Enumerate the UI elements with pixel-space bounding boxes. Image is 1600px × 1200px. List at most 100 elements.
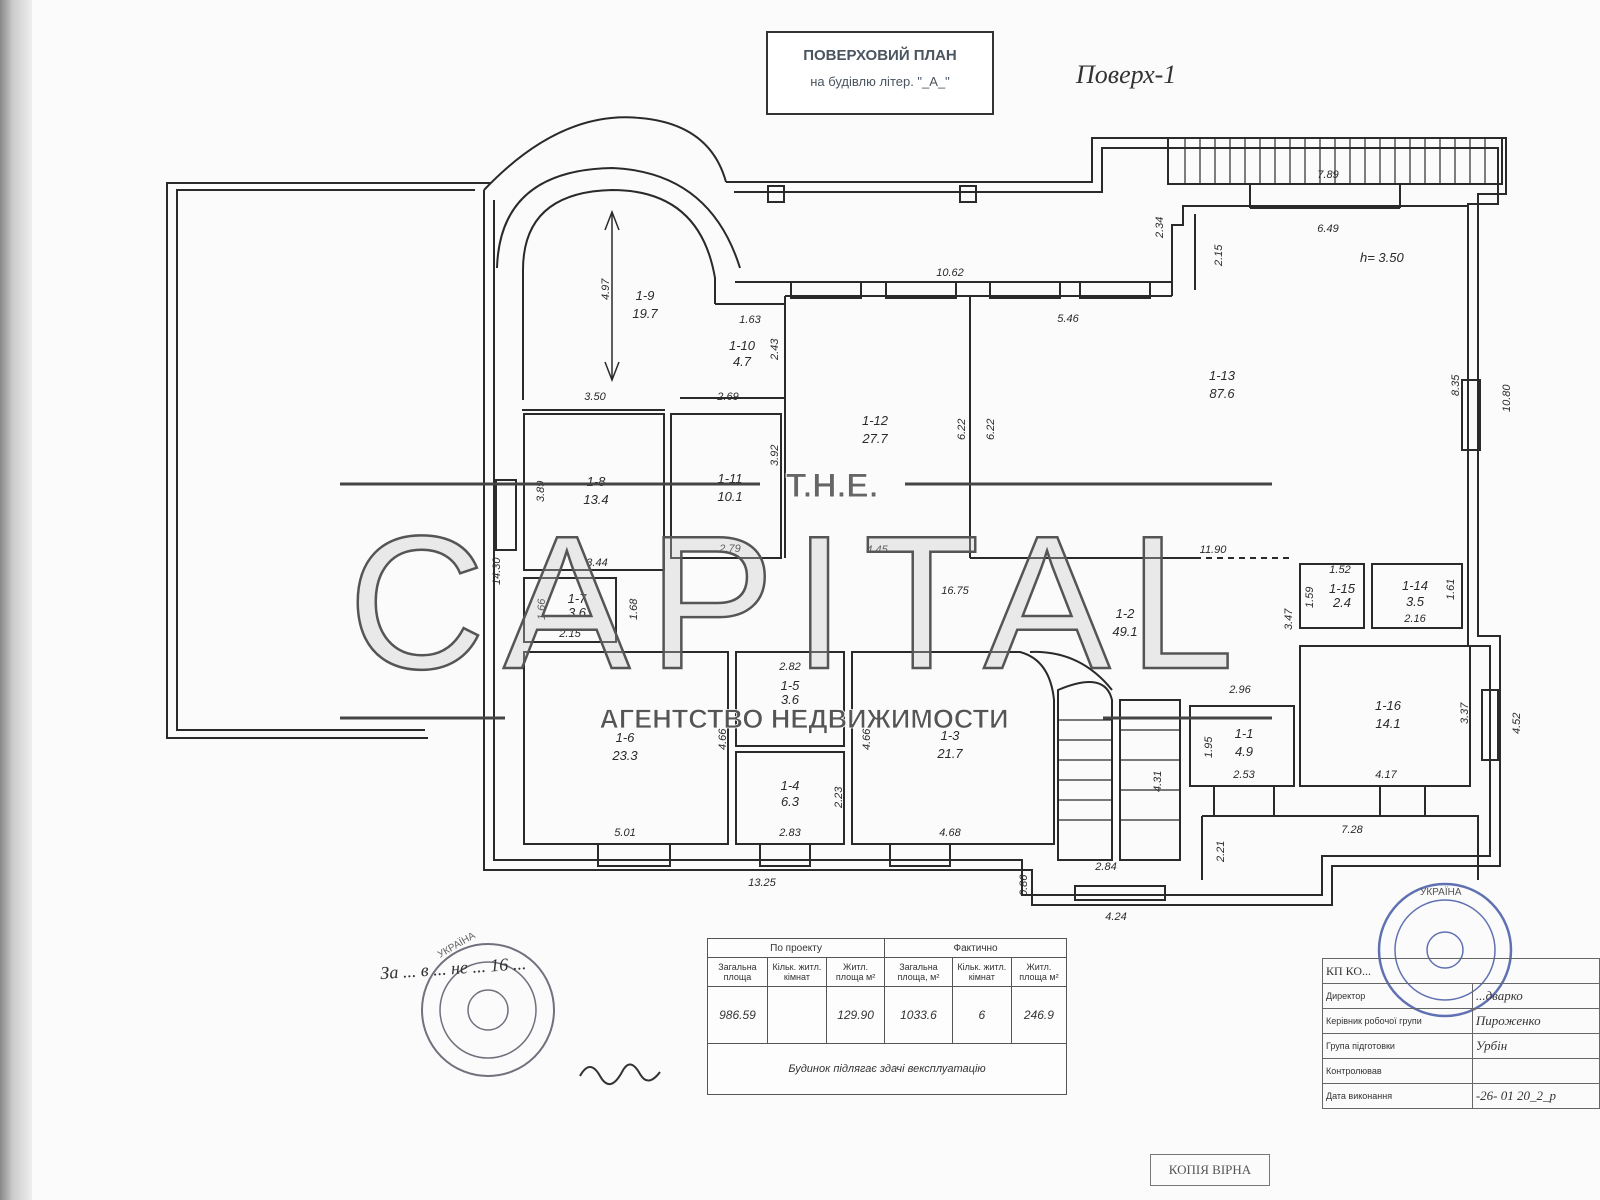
room-area-1-15: 2.4 (1332, 595, 1351, 610)
room-area-1-9: 19.7 (632, 306, 658, 321)
room-label-1-8: 1-8 (587, 474, 607, 489)
dimension: 1.59 (1304, 587, 1316, 608)
plan-subtitle: на будівлю літер. "_А_" (810, 74, 950, 89)
approval-role: Дата виконання (1322, 1083, 1473, 1109)
room-label-1-4: 1-4 (781, 778, 800, 793)
room-label-1-16: 1-16 (1375, 698, 1402, 713)
dimension: 2.83 (778, 827, 801, 839)
table-cell: 6 (951, 986, 1012, 1044)
dimension: 4.66 (861, 728, 873, 750)
plan-title: ПОВЕРХОВИЙ ПЛАН (803, 47, 957, 64)
dimension: 4.45 (866, 544, 888, 556)
dimension: 4.52 (1511, 713, 1523, 734)
dimension: 8.35 (1450, 374, 1462, 396)
room-area-1-6: 23.3 (611, 748, 638, 763)
dimension: 6.49 (1317, 223, 1338, 235)
outer-wall (483, 137, 1507, 906)
dimension: 14.30 (491, 557, 503, 585)
dimension: 4.17 (1375, 769, 1397, 781)
room-label-1-11: 1-11 (717, 471, 742, 486)
room-label-1-10: 1-10 (729, 338, 756, 353)
room-area-1-13: 87.6 (1209, 386, 1235, 401)
dimension: 4.24 (1105, 911, 1126, 923)
room-area-1-5: 3.6 (781, 692, 800, 707)
table-header: Кільк. житл. кімнат (766, 957, 827, 987)
dimension: 2.15 (558, 628, 581, 640)
room-area-1-11: 10.1 (717, 489, 742, 504)
dimension: 1.95 (1203, 736, 1215, 758)
dimension: 1.52 (1329, 564, 1350, 576)
room-label-1-6: 1-6 (616, 730, 636, 745)
dimension: 16.75 (941, 585, 969, 597)
dimension: 2.84 (1094, 861, 1116, 873)
plan-title-box: ПОВЕРХОВИЙ ПЛАН на будівлю літер. "_А_" (766, 31, 994, 115)
table-group-header: Фактично (884, 938, 1067, 958)
table-header: Житл. площа м² (1010, 957, 1068, 987)
dimension: 2.43 (769, 338, 781, 361)
dimension: 5.46 (1057, 313, 1079, 325)
approval-role: Директор (1322, 983, 1473, 1009)
dimension: 7.28 (1341, 824, 1363, 836)
room-area-1-2: 49.1 (1112, 624, 1137, 639)
dimension: 6.22 (985, 419, 997, 440)
dimension: 4.66 (717, 728, 729, 750)
room-label-1-15: 1-15 (1329, 581, 1356, 596)
signature (579, 1063, 661, 1085)
dimension: 7.89 (1317, 169, 1338, 181)
room-area-1-12: 27.7 (861, 431, 888, 446)
dimension: 3.37 (1459, 702, 1471, 724)
table-cell: 1033.6 (884, 986, 953, 1044)
approval-name: ...дварко (1471, 983, 1600, 1009)
dimension: 3.89 (535, 481, 547, 502)
table-cell (766, 986, 827, 1044)
dimension: 3.92 (769, 445, 781, 466)
room-label-1-13: 1-13 (1209, 368, 1236, 383)
floor-label: Поверх-1 (1076, 60, 1177, 89)
dimension: 1.61 (1445, 579, 1457, 600)
dimension: 1.63 (739, 314, 761, 326)
dimension: 5.01 (614, 827, 635, 839)
room-area-1-1: 4.9 (1235, 744, 1253, 759)
room-label-1-12: 1-12 (862, 413, 889, 428)
terrace-outline (166, 182, 491, 739)
dimension: 10.62 (936, 267, 964, 279)
dimension: 4.68 (939, 827, 961, 839)
approval-header: КП КО... (1322, 958, 1600, 984)
room-area-1-10: 4.7 (733, 354, 752, 369)
table-cell: 246.9 (1010, 986, 1068, 1044)
dimension: 4.31 (1152, 771, 1164, 792)
dimension: 2.53 (1232, 769, 1255, 781)
room-label-1-7: 1-7 (568, 591, 588, 606)
room-area-1-8: 13.4 (583, 492, 608, 507)
dimension: 2.21 (1215, 841, 1227, 863)
room-area-1-4: 6.3 (781, 794, 800, 809)
dimension: 2.16 (1403, 613, 1426, 625)
dimension: 3.44 (586, 557, 607, 569)
approval-role: Контролював (1322, 1058, 1473, 1084)
svg-text:УКРАЇНА: УКРАЇНА (1420, 886, 1462, 898)
room-label-1-2: 1-2 (1116, 606, 1136, 621)
dimension: 1.68 (628, 598, 640, 620)
approval-role: Керівник робочої групи (1322, 1008, 1473, 1034)
room-label-1-9: 1-9 (636, 288, 655, 303)
dimension: 3.50 (584, 391, 606, 403)
room-area-1-3: 21.7 (936, 746, 963, 761)
approval-name (1471, 1058, 1600, 1084)
bay-arc (483, 116, 727, 191)
dimension: 0.86 (1018, 874, 1030, 896)
table-header: Загальна площа, м² (884, 957, 953, 987)
table-note: Будинок підлягає здачі вексплуатацію (707, 1043, 1067, 1095)
table-header: Кільк. житл. кімнат (951, 957, 1012, 987)
area-table: По проекту Фактично Загальна площа Кільк… (706, 938, 1068, 1095)
dimension: 3.47 (1283, 608, 1295, 630)
approval-role: Група підготовки (1322, 1033, 1473, 1059)
dimension: 11.90 (1200, 544, 1228, 556)
approval-name: Пироженко (1471, 1008, 1600, 1034)
table-header: Житл. площа м² (825, 957, 886, 987)
room-label-1-3: 1-3 (941, 728, 961, 743)
dimension: 13.25 (748, 877, 776, 889)
approval-name: Урбін (1471, 1033, 1600, 1059)
dimension: 2.34 (1154, 217, 1166, 239)
table-header: Загальна площа (707, 957, 768, 987)
